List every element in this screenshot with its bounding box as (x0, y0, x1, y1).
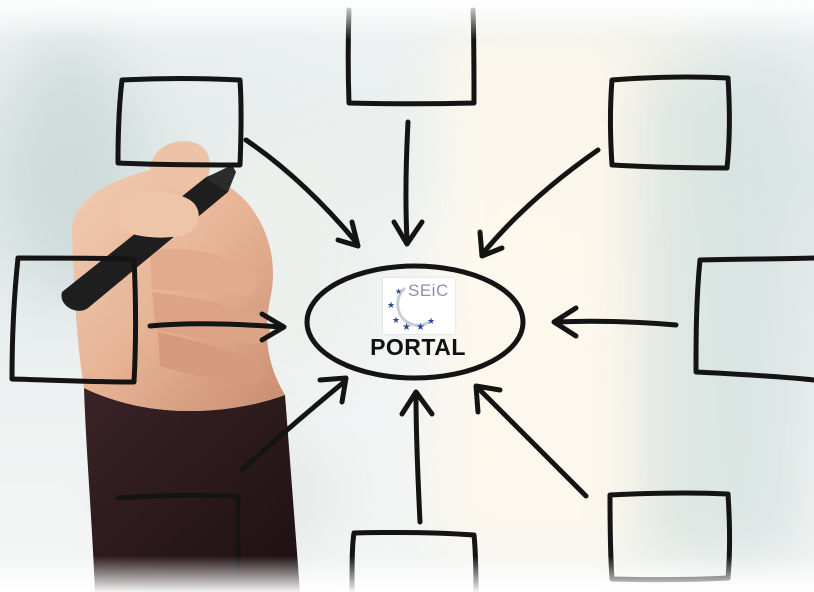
arrow (477, 387, 589, 499)
diagram-box (608, 74, 732, 171)
background-blur-shape (640, 60, 800, 560)
diagram-box (115, 76, 244, 168)
arrow (413, 393, 423, 525)
arrow (481, 147, 601, 255)
svg-text:★: ★ (427, 317, 435, 327)
sleeve (84, 388, 300, 592)
diagram-box (9, 255, 138, 385)
logo-text: SEiC (408, 281, 449, 300)
eu-stars-arc-icon: ★ ★ ★ ★ ★ ★ (387, 286, 435, 333)
finger (152, 292, 270, 344)
finger (158, 332, 264, 385)
svg-text:★: ★ (416, 322, 425, 333)
arrow (551, 305, 579, 339)
arrow (259, 311, 287, 343)
arrow (473, 383, 503, 415)
svg-text:★: ★ (402, 322, 411, 333)
diagram-box (693, 255, 814, 383)
diagram-box (345, 7, 477, 107)
arrow (553, 318, 679, 328)
arrow (403, 119, 411, 243)
thumb (118, 191, 199, 238)
marker-tip (205, 165, 236, 192)
arrow (317, 375, 349, 405)
top-fade (0, 0, 814, 40)
svg-text:★: ★ (395, 287, 402, 296)
portal-label: PORTAL (370, 334, 466, 360)
finger (150, 248, 258, 296)
arrow (147, 321, 283, 330)
central-ellipse (304, 263, 526, 381)
arrow (399, 389, 435, 417)
arrow (391, 219, 425, 247)
arrow (477, 229, 505, 259)
arrow (239, 379, 347, 473)
bottom-fade (0, 556, 814, 592)
svg-text:★: ★ (387, 301, 395, 311)
arrow (243, 137, 359, 245)
arrow (335, 219, 361, 249)
svg-text:★: ★ (392, 316, 400, 326)
seic-logo: ★ ★ ★ ★ ★ ★ SEiC (383, 278, 455, 334)
